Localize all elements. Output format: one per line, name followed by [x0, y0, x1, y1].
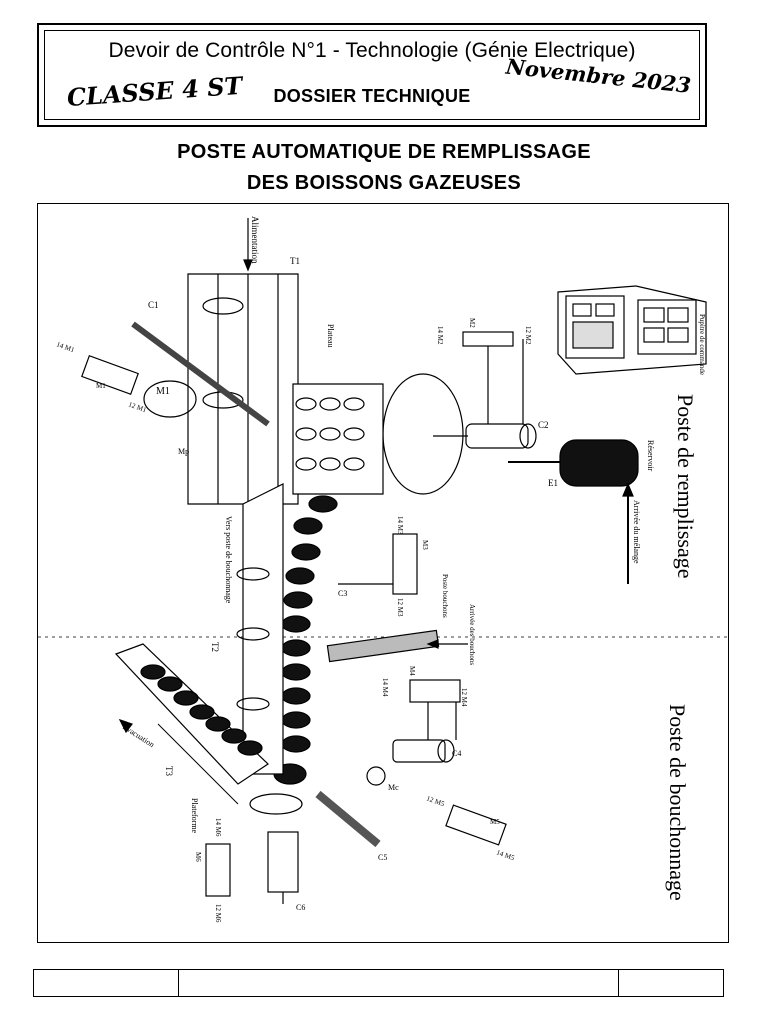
label-evacuation: Evacuation	[121, 722, 156, 749]
label-c3: C3	[338, 589, 347, 598]
label-m4: M4	[408, 666, 416, 676]
label-c6: C6	[296, 903, 305, 912]
label-arrivee-melange: Arrivée du mélange	[632, 500, 641, 564]
bottle-plateau: Plateau	[292, 324, 384, 495]
label-poste-bouchonnage: Poste de bouchonnage	[665, 704, 690, 901]
footer-table	[33, 969, 724, 997]
valve-m5: C5 12 M5 M5 14 M5	[315, 790, 516, 862]
document-title: Devoir de Contrôle N°1 - Technologie (Gé…	[108, 39, 636, 62]
label-t1: T1	[290, 256, 300, 266]
feed-conveyor: Alimentation T1	[187, 216, 300, 505]
document-subtitle: DOSSIER TECHNIQUE	[273, 86, 471, 106]
motor-m1-assembly: M1 C1 14 M1 12 M1 M1 Mp	[55, 300, 270, 456]
label-t3: T3	[164, 766, 174, 776]
label-plateau: Plateau	[326, 324, 335, 348]
footer-cell-middle	[179, 970, 619, 996]
label-pupitre: Pupitre de commande	[698, 314, 706, 375]
main-title-line-1: POSTE AUTOMATIQUE DE REMPLISSAGE	[177, 141, 591, 163]
main-title-line-2: DES BOISSONS GAZEUSES	[246, 172, 522, 194]
label-m6: M6	[194, 852, 202, 862]
label-m1-motor: M1	[156, 386, 170, 397]
label-m5-14: 14 M5	[495, 848, 516, 862]
label-m4-12: 12 M4	[460, 688, 468, 707]
technical-drawing: Poste de remplissage Poste de bouchonnag…	[37, 203, 729, 943]
label-plateforme: Plateforme	[190, 798, 199, 834]
label-arrivee-bouchons: Arrivée des bouchons	[468, 604, 476, 665]
drawing-canvas: Poste de remplissage Poste de bouchonnag…	[38, 216, 727, 923]
label-m3-12: 12 M3	[396, 598, 404, 617]
label-m1-14: 14 M1	[55, 340, 76, 354]
valve-m3: 14 M3 M3 12 M3 C3	[338, 516, 429, 617]
filling-carousel: C2 14 M2 12 M2 M2	[382, 318, 549, 495]
label-m2-12: 12 M2	[524, 326, 532, 345]
label-c2: C2	[538, 420, 549, 430]
control-desk: Pupitre de commande	[557, 285, 707, 375]
label-m6-14: 14 M6	[214, 818, 222, 837]
label-m2-14: 14 M2	[436, 326, 444, 345]
label-poste-bouchons: Poste bouchons	[441, 574, 449, 618]
label-mp: Mp	[178, 447, 189, 456]
label-m3: M3	[421, 540, 429, 550]
label-c5: C5	[378, 853, 387, 862]
label-c4: C4	[452, 749, 461, 758]
label-mc: Mc	[388, 783, 399, 792]
label-m6-12: 12 M6	[214, 904, 222, 923]
filled-bottles	[273, 495, 338, 785]
evacuation-conveyor: Evacuation T3	[114, 643, 269, 805]
transfer-conveyor: Vers poste de bouchonnage T2	[210, 483, 284, 775]
footer-cell-left	[34, 970, 179, 996]
label-vers-poste: Vers poste de bouchonnage	[224, 516, 233, 604]
label-c1: C1	[148, 300, 159, 310]
label-m5-12: 12 M5	[425, 794, 446, 808]
platform-assembly: C6 Plateforme 14 M6 M6 12 M6	[190, 793, 305, 923]
header-inner-frame: Devoir de Contrôle N°1 - Technologie (Gé…	[44, 30, 700, 120]
label-alimentation: Alimentation	[250, 216, 260, 264]
label-reservoir: Réservoir	[646, 440, 655, 471]
label-e1: E1	[548, 478, 558, 488]
label-m4-14: 14 M4	[381, 678, 389, 697]
label-m1-valve: M1	[96, 382, 106, 390]
label-m5: M5	[490, 818, 500, 826]
footer-cell-right	[619, 970, 723, 996]
reservoir: Réservoir Arrivée du mélange E1	[508, 439, 655, 584]
label-m2: M2	[468, 318, 476, 328]
label-poste-remplissage: Poste de remplissage	[673, 394, 698, 579]
label-t2: T2	[210, 642, 220, 652]
cap-feeder: Poste bouchons Arrivée des bouchons	[326, 574, 476, 665]
header-box: Devoir de Contrôle N°1 - Technologie (Gé…	[37, 23, 707, 127]
valve-m4: 14 M4 M4 12 M4 C4 Mc	[366, 666, 468, 792]
label-m3-14: 14 M3	[396, 516, 404, 535]
